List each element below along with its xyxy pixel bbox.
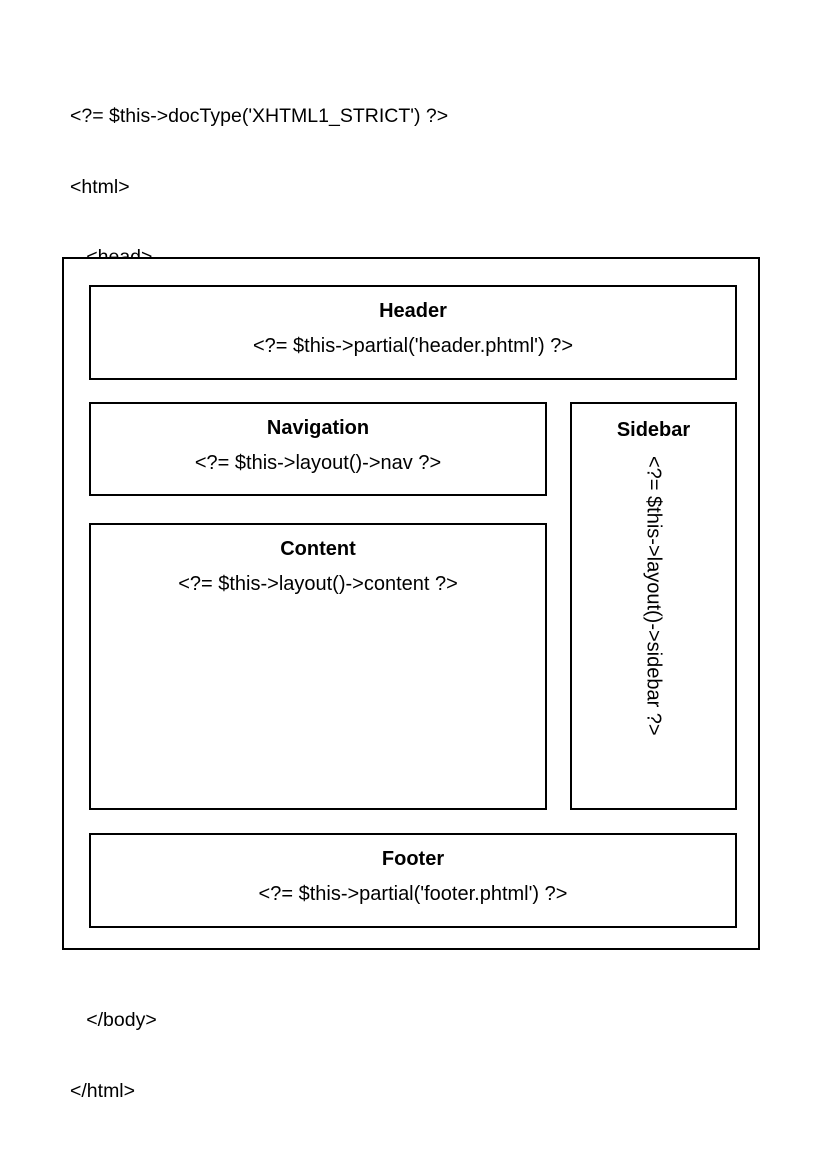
region-sidebar-title: Sidebar (616, 419, 691, 441)
region-sidebar-code: <?= $this->layout()->sidebar ?> (642, 456, 665, 736)
region-navigation: Navigation <?= $this->layout()->nav ?> (89, 402, 547, 496)
region-header-code: <?= $this->partial('header.phtml') ?> (252, 335, 574, 357)
region-navigation-code: <?= $this->layout()->nav ?> (194, 452, 442, 474)
region-content-title: Content (280, 538, 356, 560)
region-content: Content <?= $this->layout()->content ?> (89, 523, 547, 810)
region-footer-title: Footer (381, 848, 445, 870)
code-line-doctype: <?= $this->docType('XHTML1_STRICT') ?> (70, 105, 449, 127)
region-navigation-title: Navigation (266, 417, 370, 439)
code-line-html-open: <html> (70, 175, 130, 198)
code-line-body-close: </body> (70, 1009, 157, 1031)
diagram-page: <?= $this->docType('XHTML1_STRICT') ?> <… (62, 105, 760, 1102)
region-sidebar-code-wrap: <?= $this->layout()->sidebar ?> (572, 456, 735, 808)
region-footer: Footer <?= $this->partial('footer.phtml'… (89, 833, 737, 928)
region-sidebar: Sidebar <?= $this->layout()->sidebar ?> (570, 402, 737, 810)
region-footer-code: <?= $this->partial('footer.phtml') ?> (258, 883, 568, 905)
layout-body-box: Header <?= $this->partial('header.phtml'… (62, 257, 760, 950)
region-content-code: <?= $this->layout()->content ?> (178, 573, 458, 595)
code-line-html-close: </html> (70, 1079, 136, 1102)
region-header-title: Header (379, 300, 447, 322)
code-listing-bottom: </body> </html> (70, 962, 157, 1150)
region-header: Header <?= $this->partial('header.phtml'… (89, 285, 737, 380)
